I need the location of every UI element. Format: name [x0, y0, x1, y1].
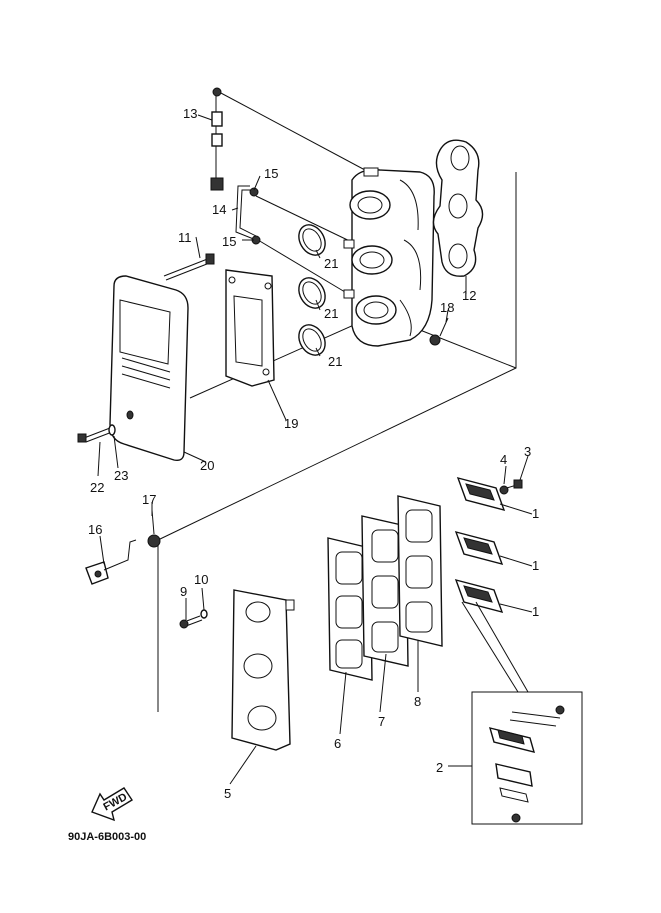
callout-14: 14	[212, 202, 226, 217]
assembly-reference-lines	[157, 91, 517, 712]
callout-22: 22	[90, 480, 104, 495]
callout-13: 13	[183, 106, 197, 121]
callout-labels: 13 15 14 15 11 12 21 21 21 18 19 20 22 2…	[88, 106, 539, 801]
callout-1a: 1	[532, 506, 539, 521]
callout-21b: 21	[324, 306, 338, 321]
callout-2: 2	[436, 760, 443, 775]
fwd-arrow-icon	[91, 787, 133, 822]
manifold-gasket	[432, 139, 484, 277]
drawing-code: 90JA-6B003-00	[68, 831, 146, 843]
callout-4: 4	[500, 452, 507, 467]
reed-detail-box	[461, 601, 583, 825]
callout-1b: 1	[532, 558, 539, 573]
callout-11: 11	[178, 230, 192, 245]
fuel-hose	[210, 87, 224, 191]
grommet-17	[147, 509, 161, 548]
callout-1c: 1	[532, 604, 539, 619]
screws-3-4	[499, 479, 523, 495]
drain-screw-18	[429, 317, 449, 346]
callout-23: 23	[114, 468, 128, 483]
callout-9: 9	[180, 584, 187, 599]
reed-plate	[231, 589, 295, 751]
callout-21a: 21	[324, 256, 338, 271]
intake-manifold	[343, 167, 435, 347]
callout-17: 17	[142, 492, 156, 507]
bolt-11	[163, 253, 215, 281]
callout-12: 12	[462, 288, 476, 303]
callout-15b: 15	[222, 234, 236, 249]
callout-7: 7	[378, 714, 385, 729]
reed-valve-assemblies	[454, 476, 506, 614]
callout-6: 6	[334, 736, 341, 751]
breather-hose	[235, 185, 261, 245]
callout-3: 3	[524, 444, 531, 459]
callout-10: 10	[194, 572, 208, 587]
screw-9	[179, 609, 208, 629]
callout-21c: 21	[328, 354, 342, 369]
silencer-gasket	[225, 269, 275, 387]
callout-20: 20	[200, 458, 214, 473]
o-rings	[298, 224, 326, 356]
callout-16: 16	[88, 522, 102, 537]
callout-8: 8	[414, 694, 421, 709]
bolt-22	[77, 424, 116, 443]
choke-knob-16	[85, 539, 137, 585]
silencer-cover	[109, 275, 189, 462]
callout-18: 18	[440, 300, 454, 315]
callout-5: 5	[224, 786, 231, 801]
callout-15a: 15	[264, 166, 278, 181]
callout-leaders	[97, 114, 533, 785]
reed-gaskets	[327, 495, 443, 681]
callout-19: 19	[284, 416, 298, 431]
